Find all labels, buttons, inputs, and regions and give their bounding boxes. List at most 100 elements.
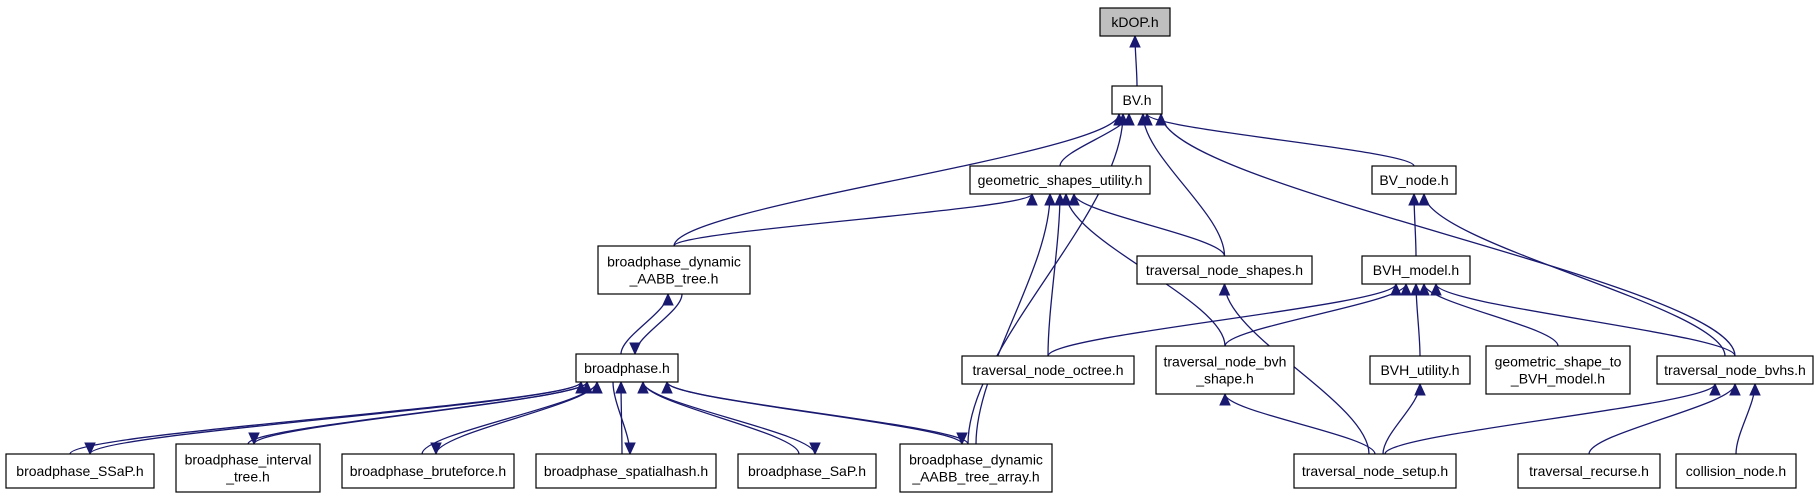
node-label: _AABB_tree.h (629, 271, 719, 287)
edge-ssap-to-bp (69, 381, 582, 455)
node-kdop[interactable]: kDOP.h (1099, 7, 1171, 37)
node-label: BV_node.h (1379, 172, 1448, 188)
node-box (899, 443, 1053, 493)
node-label: broadphase_bruteforce.h (350, 463, 506, 479)
node-gstbvh[interactable]: geometric_shape_to_BVH_model.h (1485, 345, 1631, 395)
node-label: broadphase_interval (185, 452, 312, 468)
edge-bp-to-ssap (89, 381, 582, 455)
arrowhead-bp-to-ssap (84, 442, 96, 456)
node-label: traversal_node_shapes.h (1146, 262, 1303, 278)
edge-bp-to-bdat (620, 293, 669, 355)
node-bv[interactable]: BV.h (1111, 85, 1163, 115)
arrowhead-tnbvhshape-to-gsu (1060, 192, 1072, 206)
node-box (1371, 165, 1457, 195)
node-bvnode[interactable]: BV_node.h (1371, 165, 1457, 195)
edge-bdata-to-gsu (975, 193, 1051, 445)
arrowhead-bdat-to-gsu (1026, 192, 1038, 206)
node-label: broadphase.h (584, 360, 670, 376)
arrowhead-bv-to-kdop (1129, 34, 1141, 48)
edge-bp-to-bsap (642, 381, 816, 455)
node-label: collision_node.h (1686, 463, 1786, 479)
edge-bvnode-to-bv (1146, 113, 1415, 167)
node-tr[interactable]: traversal_recurse.h (1517, 453, 1661, 489)
arrowhead-bp-to-bsh (624, 442, 636, 456)
node-bvhmodel[interactable]: BVH_model.h (1361, 255, 1471, 285)
node-box (575, 353, 679, 383)
edge-bdat-to-bv (673, 113, 1120, 247)
edge-tnbvhs-to-bvhmodel (1435, 283, 1736, 357)
arrowhead-bvhmodel-to-bvnode (1408, 192, 1420, 206)
node-box (1485, 345, 1631, 395)
node-bp[interactable]: broadphase.h (575, 353, 679, 383)
arrowhead-tnbvhs-to-bvnode (1418, 192, 1430, 206)
node-cn[interactable]: collision_node.h (1675, 453, 1797, 489)
node-tnbvhshape[interactable]: traversal_node_bvh_shape.h (1155, 345, 1295, 395)
node-box (535, 453, 717, 489)
edge-tnsetup-to-tns (1223, 283, 1370, 455)
node-label: kDOP.h (1111, 14, 1158, 30)
arrowhead-tr-to-tnbvhs (1729, 382, 1741, 396)
edge-tnsetup-to-bvhutil (1382, 383, 1421, 455)
node-label: traversal_node_bvhs.h (1664, 362, 1806, 378)
node-bit[interactable]: broadphase_interval_tree.h (175, 443, 321, 493)
arrowhead-tnsetup-to-tns (1218, 282, 1231, 296)
node-label: BVH_utility.h (1380, 362, 1459, 378)
arrowhead-bp-to-bsap (809, 442, 821, 456)
arrowhead-bdat-to-bp (629, 342, 641, 356)
node-label: _BVH_model.h (1510, 371, 1605, 387)
arrowhead-tnbvhshape-to-bvhmodel (1400, 282, 1412, 296)
node-label: traversal_recurse.h (1529, 463, 1649, 479)
edge-bdata-to-bv (967, 113, 1124, 445)
arrowhead-bdata-to-bv (1117, 112, 1129, 126)
node-bbf[interactable]: broadphase_bruteforce.h (341, 453, 515, 489)
node-box (1099, 7, 1171, 37)
node-label: BVH_model.h (1373, 262, 1459, 278)
node-bsap[interactable]: broadphase_SaP.h (737, 453, 877, 489)
arrowhead-gstbvh-to-bvhmodel (1418, 282, 1430, 296)
node-box (1155, 345, 1295, 395)
node-label: broadphase_dynamic (607, 254, 741, 270)
node-box (341, 453, 515, 489)
node-label: broadphase_SSaP.h (16, 463, 143, 479)
arrowhead-bdata-to-gsu (1044, 192, 1056, 206)
arrowhead-bdata-to-bp (661, 380, 673, 394)
node-label: _AABB_tree_array.h (911, 469, 1039, 485)
edge-tnsetup-to-tnbvhs (1384, 383, 1716, 455)
node-tnsetup[interactable]: traversal_node_setup.h (1293, 453, 1457, 489)
arrowhead-tns-to-bv (1137, 112, 1149, 126)
node-ssap[interactable]: broadphase_SSaP.h (5, 453, 155, 489)
edge-tno-to-gsu (1047, 193, 1061, 357)
node-box (1369, 355, 1471, 385)
node-bdat[interactable]: broadphase_dynamic_AABB_tree.h (597, 245, 751, 295)
node-tno[interactable]: traversal_node_octree.h (961, 355, 1135, 385)
edge-tnbvhshape-to-bvhmodel (1224, 283, 1407, 347)
edge-tr-to-tnbvhs (1588, 383, 1736, 455)
arrowhead-tno-to-bvhmodel (1390, 282, 1402, 296)
arrowhead-bp-to-bbf (430, 442, 442, 456)
node-box (1675, 453, 1797, 489)
node-box (1361, 255, 1471, 285)
arrowhead-tnbvhs-to-bvhmodel (1430, 282, 1442, 296)
node-bsh[interactable]: broadphase_spatialhash.h (535, 453, 717, 489)
node-box (1111, 85, 1163, 115)
node-tnbvhs[interactable]: traversal_node_bvhs.h (1656, 355, 1814, 385)
graph-edges (69, 34, 1761, 456)
node-label: traversal_node_octree.h (973, 362, 1124, 378)
node-tns[interactable]: traversal_node_shapes.h (1136, 255, 1313, 285)
node-box (1517, 453, 1661, 489)
node-box (175, 443, 321, 493)
arrowhead-bp-to-bit (248, 432, 260, 446)
node-gsu[interactable]: geometric_shapes_utility.h (969, 165, 1151, 195)
node-bdata[interactable]: broadphase_dynamic_AABB_tree_array.h (899, 443, 1053, 493)
edge-tnbvhs-to-bvnode (1423, 193, 1726, 357)
arrowhead-bvhutil-to-bvhmodel (1410, 282, 1422, 296)
edge-bdat-to-gsu (673, 193, 1033, 247)
arrowhead-tnsetup-to-bvhutil (1414, 382, 1426, 396)
node-bvhutil[interactable]: BVH_utility.h (1369, 355, 1471, 385)
edge-bp-to-bbf (435, 381, 598, 455)
arrowhead-tns-to-gsu (1068, 192, 1080, 206)
node-box (737, 453, 877, 489)
node-label: _tree.h (225, 469, 270, 485)
arrowhead-bp-to-bdata (956, 432, 968, 446)
edge-tnbvhs-to-bv (1160, 113, 1736, 357)
